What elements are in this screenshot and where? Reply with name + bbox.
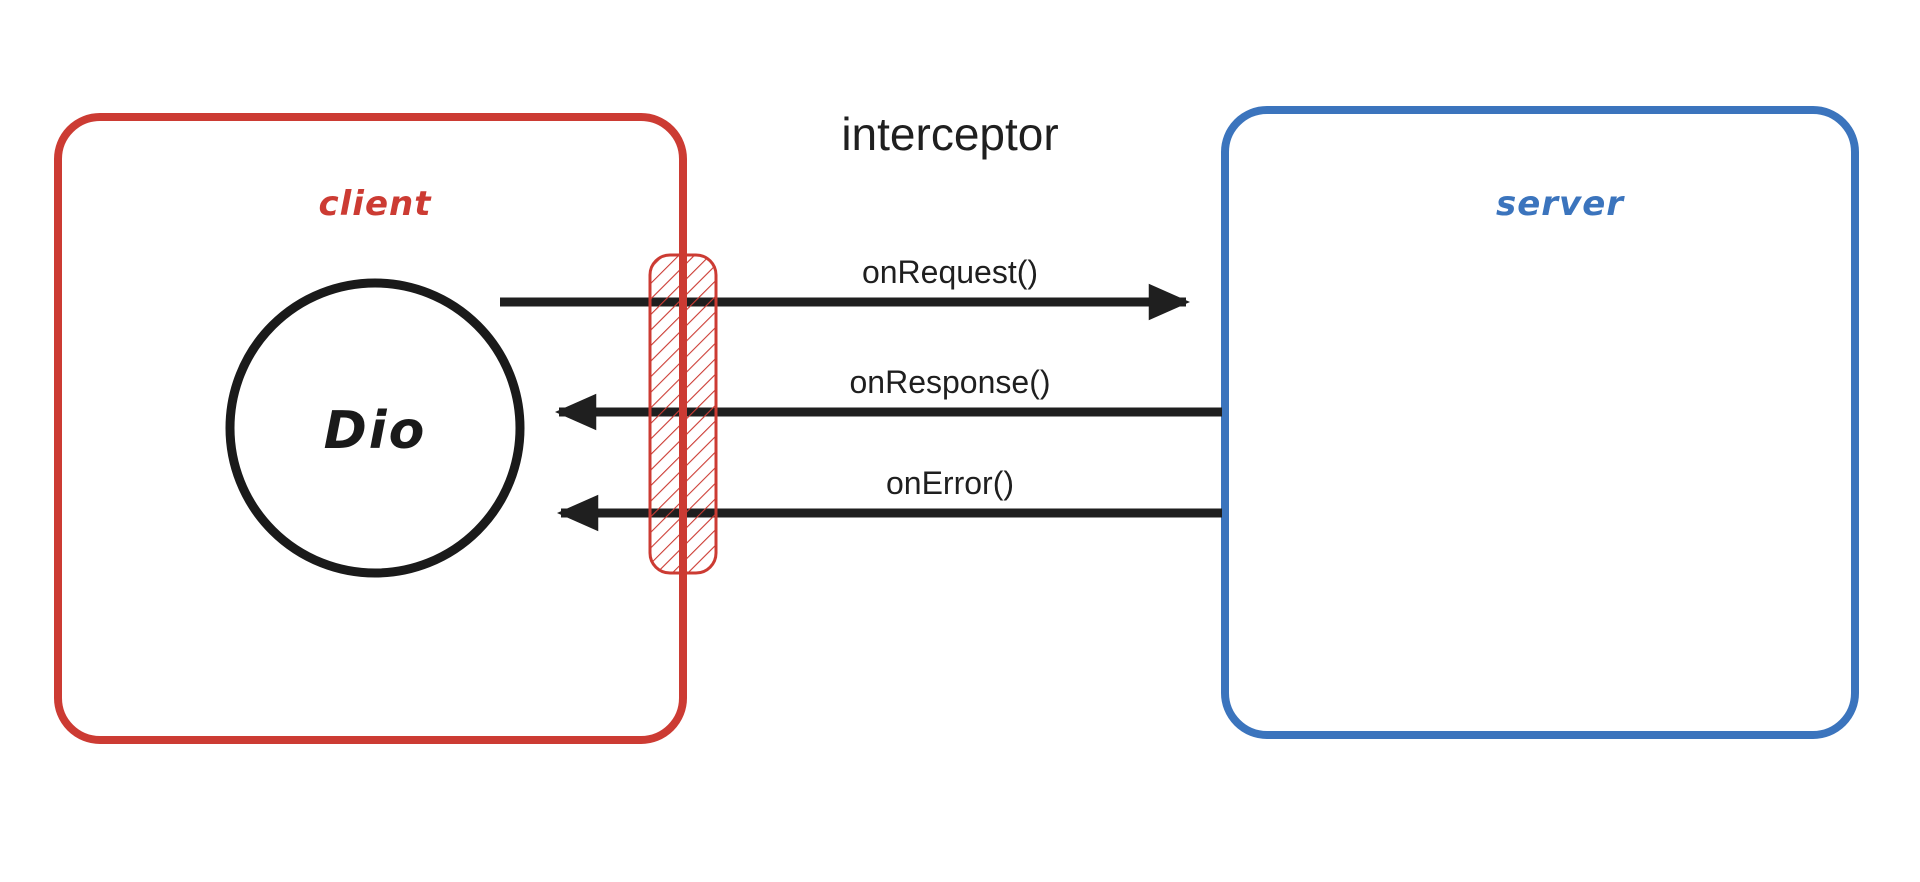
page-title: interceptor [841,108,1058,160]
dio-node-group[interactable]: Dio [225,278,525,578]
server-box[interactable] [1221,106,1859,739]
server-box-group[interactable]: server [1221,106,1859,739]
client-label: client [319,184,433,224]
arrow-on-request-group[interactable]: onRequest() [500,254,1191,321]
dio-label: Dio [324,401,427,461]
dio-circle[interactable] [225,278,525,578]
arrow-on-response-label: onResponse() [850,364,1051,400]
arrow-on-error-label: onError() [886,465,1014,501]
arrow-on-request-label: onRequest() [862,254,1038,290]
server-label: server [1496,184,1625,224]
